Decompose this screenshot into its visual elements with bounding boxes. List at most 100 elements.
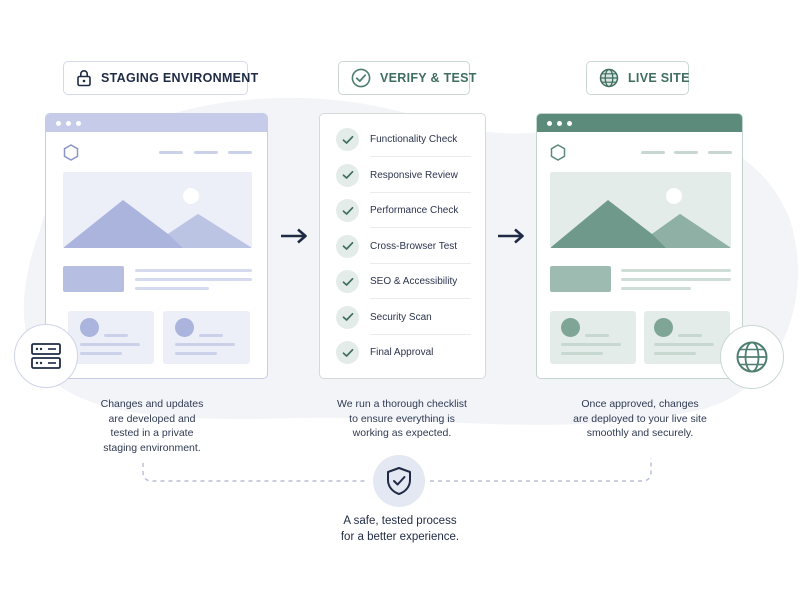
hexagon-logo-icon (63, 144, 79, 161)
avatar-circle (561, 318, 580, 337)
text-line (654, 352, 696, 355)
checklist-item: SEO & Accessibility (336, 264, 471, 299)
checkmark-icon (336, 341, 359, 364)
text-line (621, 278, 731, 281)
staging-title: STAGING ENVIRONMENT (101, 71, 259, 85)
arrow-right-icon (498, 228, 524, 244)
checklist-label: Functionality Check (370, 134, 458, 145)
window-title-bar (46, 114, 267, 132)
text-line (654, 343, 714, 346)
verify-caption: We run a thorough checklist to ensure ev… (309, 397, 495, 441)
checkmark-icon (336, 270, 359, 293)
checklist-label: Responsive Review (370, 169, 458, 181)
caption-line: Once approved, changes (581, 398, 699, 410)
text-line (678, 334, 702, 337)
checkmark-icon (336, 128, 359, 151)
nav-line (708, 151, 732, 154)
arrow-right-icon (281, 228, 307, 244)
caption-line: Changes and updates (100, 398, 204, 410)
server-badge (14, 324, 78, 388)
window-dot (547, 121, 552, 126)
checklist-label: Performance Check (370, 205, 459, 216)
checklist-item: Functionality Check (336, 122, 471, 157)
server-icon (31, 343, 61, 369)
text-line (135, 278, 252, 281)
live-label: LIVE SITE (586, 61, 689, 95)
check-circle-icon (351, 68, 371, 88)
nav-line (228, 151, 252, 154)
globe-icon (736, 341, 768, 373)
checklist-item: Final Approval (336, 335, 471, 370)
text-line (80, 352, 122, 355)
checklist-item: Security Scan (336, 300, 471, 335)
globe-badge (720, 325, 784, 389)
nav-line (674, 151, 698, 154)
text-line (135, 269, 252, 272)
checkmark-icon (336, 305, 359, 329)
checklist-item: Cross-Browser Test (336, 229, 471, 264)
window-dot (557, 121, 562, 126)
hexagon-logo-icon (550, 144, 566, 161)
window-dot (66, 121, 71, 126)
staging-window (45, 113, 268, 379)
avatar-circle (80, 318, 99, 337)
checklist-label: Cross-Browser Test (370, 240, 458, 252)
window-dot (567, 121, 572, 126)
avatar-circle (654, 318, 673, 337)
caption-line: tested in a private (110, 427, 194, 439)
staging-label: STAGING ENVIRONMENT (63, 61, 258, 95)
window-title-bar (537, 114, 742, 132)
caption-line: working as expected. (352, 427, 452, 439)
caption-line: are developed and (108, 412, 196, 425)
text-line (175, 343, 235, 346)
text-line (585, 334, 609, 337)
text-line (175, 352, 217, 355)
live-title: LIVE SITE (628, 71, 690, 85)
text-line (561, 352, 603, 355)
lock-icon (77, 70, 91, 87)
text-line (561, 343, 621, 346)
text-line (621, 269, 731, 272)
verify-title: VERIFY & TEST (380, 71, 477, 85)
live-window (536, 113, 743, 379)
live-caption: Once approved, changes are deployed to y… (540, 397, 740, 441)
checklist-label: SEO & Accessibility (370, 276, 458, 287)
text-line (104, 334, 128, 337)
caption-line: staging environment. (103, 441, 201, 454)
caption-line: are deployed to your live site (573, 412, 707, 425)
text-line (80, 343, 140, 346)
footer-tagline: A safe, tested process for a better expe… (300, 513, 500, 545)
staging-caption: Changes and updates are developed and te… (62, 397, 242, 455)
tagline-line: A safe, tested process (343, 515, 457, 527)
content-block (63, 266, 124, 292)
checkmark-icon (336, 163, 359, 187)
verify-checklist: Functionality Check Responsive Review Pe… (319, 113, 486, 379)
checklist-item: Performance Check (336, 193, 471, 228)
text-line (199, 334, 223, 337)
hero-image-placeholder (550, 172, 731, 248)
checklist-label: Final Approval (370, 347, 434, 358)
avatar-circle (175, 318, 194, 337)
globe-icon (599, 68, 619, 88)
text-line (135, 287, 209, 290)
verify-label: VERIFY & TEST (338, 61, 476, 95)
shield-check-icon (387, 467, 411, 495)
text-line (621, 287, 691, 290)
hero-image-placeholder (63, 172, 252, 248)
caption-line: to ensure everything is (349, 412, 455, 425)
caption-line: We run a thorough checklist (337, 398, 467, 410)
caption-line: smoothly and securely. (586, 427, 694, 439)
checkmark-icon (336, 234, 359, 258)
nav-line (641, 151, 665, 154)
window-dot (76, 121, 81, 126)
nav-line (159, 151, 183, 154)
checklist-item: Responsive Review (336, 158, 471, 193)
shield-badge (373, 455, 425, 507)
window-dot (56, 121, 61, 126)
nav-line (194, 151, 218, 154)
checklist-label: Security Scan (370, 311, 432, 323)
tagline-line: for a better experience. (340, 531, 460, 543)
content-block (550, 266, 611, 292)
checkmark-icon (336, 199, 359, 222)
